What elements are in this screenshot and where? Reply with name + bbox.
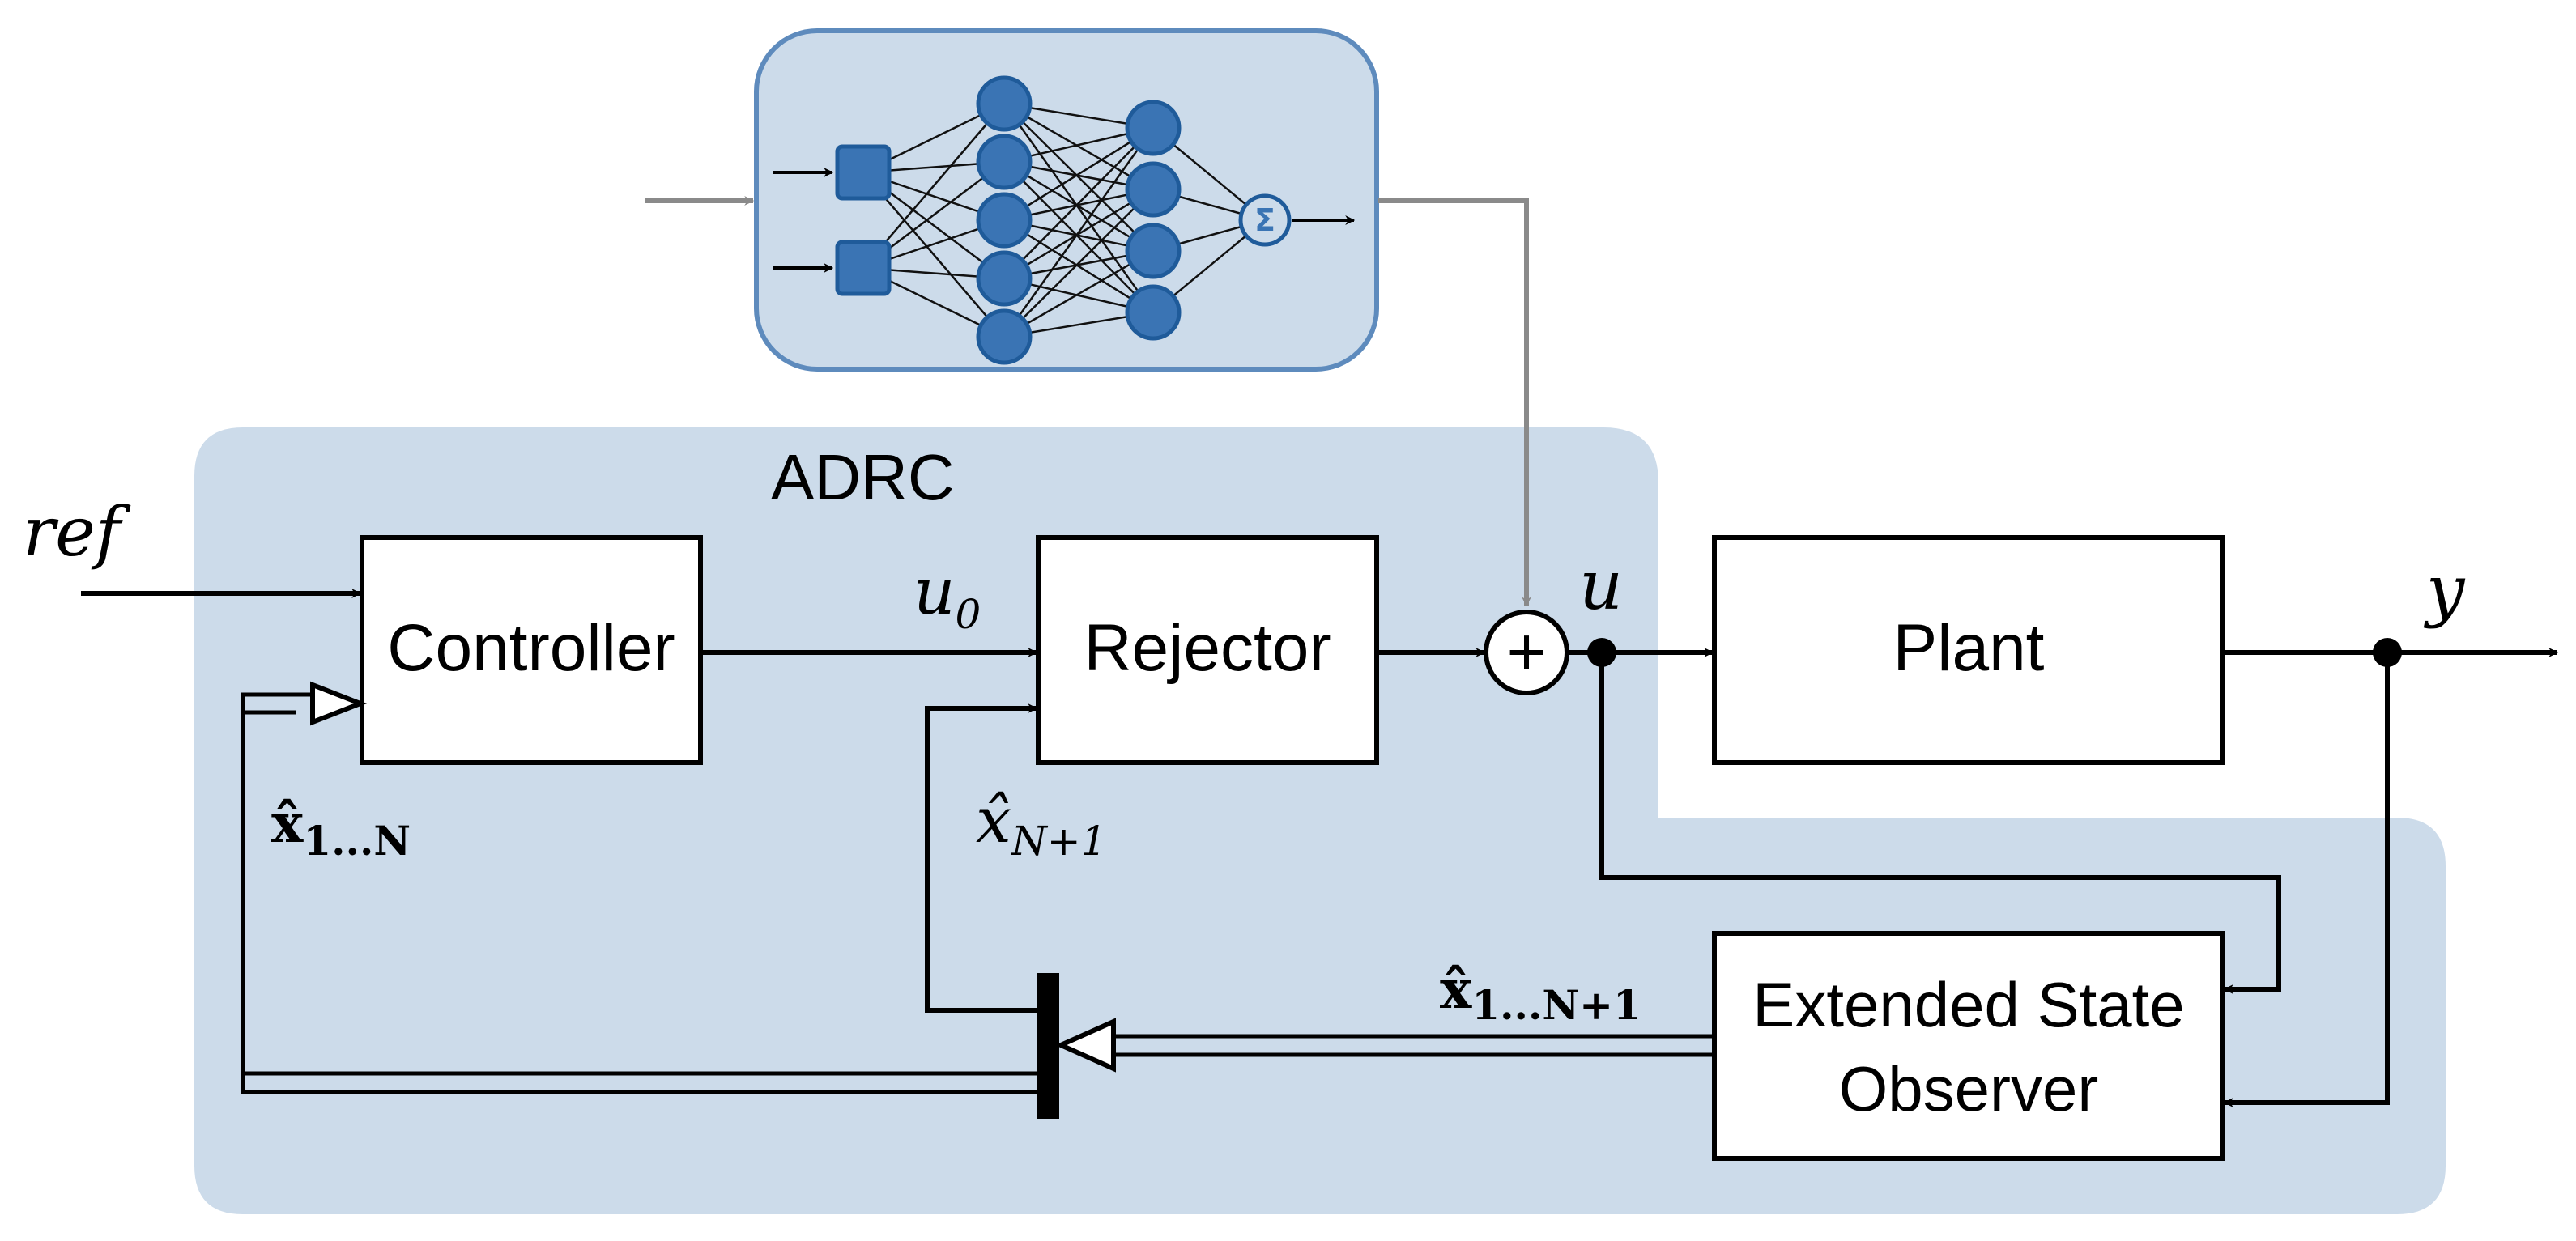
nn-connection: [1003, 219, 1154, 314]
nn-input-node: [835, 240, 892, 296]
nn-connection: [1003, 127, 1155, 338]
controller-label: Controller: [387, 611, 675, 685]
u-to-eso-line: [1599, 652, 2281, 994]
nn-connection: [1003, 102, 1154, 191]
plant-label: Plant: [1893, 611, 2045, 685]
ref-label: ref: [23, 492, 131, 572]
nn-connection: [1003, 160, 1154, 253]
u0-label: u0: [913, 554, 981, 638]
plant-block: [1712, 535, 2225, 765]
rejector-label: Rejector: [1084, 611, 1331, 685]
nn-connection: [1003, 103, 1155, 313]
u-label: u: [1579, 546, 1623, 625]
nn-hidden-node: [976, 250, 1033, 307]
y-to-eso-line: [2223, 652, 2390, 1107]
sigma-icon: Σ: [1254, 202, 1275, 238]
summing-junction-symbol: +: [1506, 614, 1546, 690]
xhat-1N-label: x̂1...N: [271, 792, 411, 865]
y-label: y: [2423, 550, 2466, 630]
nn-hidden-node: [1125, 100, 1182, 156]
nn-hidden-node: [976, 192, 1033, 249]
eso-label-line1: Extended State: [1752, 969, 2184, 1040]
nn-hidden-node: [1125, 161, 1182, 218]
controller-block: [360, 535, 703, 765]
nn-input-node: [835, 144, 892, 201]
eso-label-line2: Observer: [1839, 1053, 2099, 1124]
nn-output-line: [1378, 198, 1531, 607]
nn-connection: [1003, 103, 1154, 252]
nn-connection: [1003, 126, 1154, 222]
nn-hidden-node: [1125, 284, 1182, 341]
eso-to-demux-arrow: [1054, 1018, 1714, 1073]
xhat-N1-label: x̂N+1: [976, 784, 1106, 865]
xhat-1N1-label: x̂1...N+1: [1440, 958, 1641, 1029]
adrc-label: ADRC: [771, 441, 955, 513]
demux-bar: [1037, 973, 1059, 1119]
nn-hidden-node: [1125, 223, 1182, 279]
nn-connection: [1003, 189, 1154, 338]
nn-connection: [1003, 127, 1154, 279]
nn-hidden-node: [976, 75, 1033, 132]
xhat-N1-line: [925, 703, 1038, 1013]
nn-hidden-node: [976, 308, 1033, 365]
nn-hidden-node: [976, 134, 1033, 190]
eso-block: [1712, 931, 2225, 1161]
xhat-1N-feedback-arrow: [241, 681, 1037, 1094]
neural-network-icon: Σ: [773, 75, 1356, 365]
nn-output-node: [1238, 193, 1292, 247]
nn-connection: [1003, 161, 1154, 313]
rejector-block: [1036, 535, 1379, 765]
nn-connection: [1003, 249, 1154, 338]
